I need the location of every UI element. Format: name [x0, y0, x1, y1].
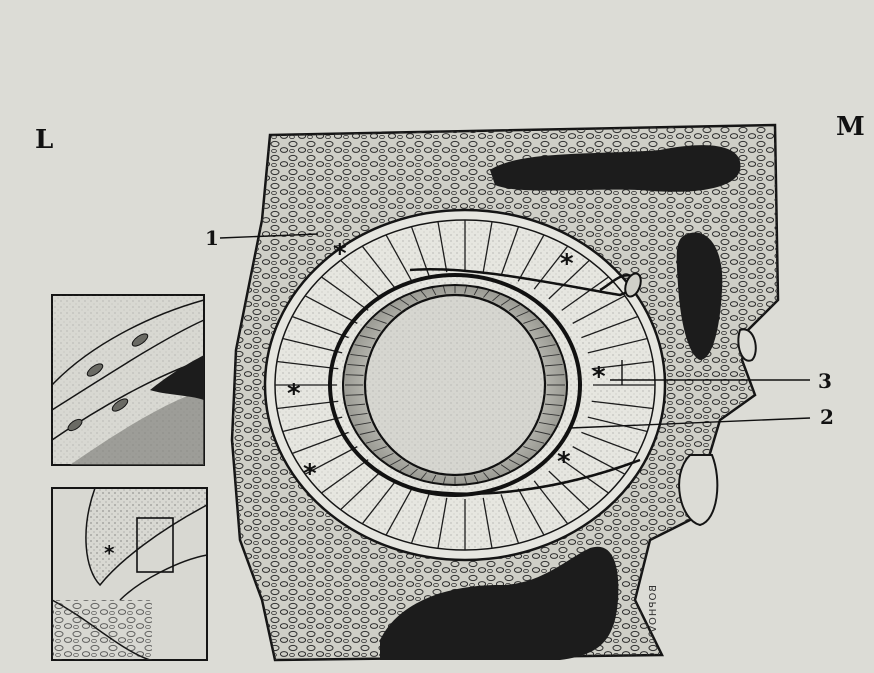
asterisk-marker: * [303, 459, 317, 489]
asterisk-marker: * [557, 447, 571, 477]
inset-lower: * [52, 488, 207, 660]
right-lobule-upper [738, 329, 755, 360]
artist-signature: BOPHOV [648, 585, 659, 634]
asterisk-marker: * [592, 362, 606, 392]
asterisk-marker: * [560, 249, 574, 279]
asterisk-marker: * [287, 379, 301, 409]
right-orientation-label: M [836, 112, 865, 142]
asterisk-marker: * [333, 239, 347, 269]
callout-label-1: 1 [205, 226, 219, 250]
callout-label-2: 2 [820, 405, 834, 429]
callout-label-3: 3 [818, 369, 832, 393]
asterisk-marker: * [104, 541, 115, 565]
left-orientation-label: L [35, 125, 53, 155]
inset-upper [52, 295, 204, 465]
